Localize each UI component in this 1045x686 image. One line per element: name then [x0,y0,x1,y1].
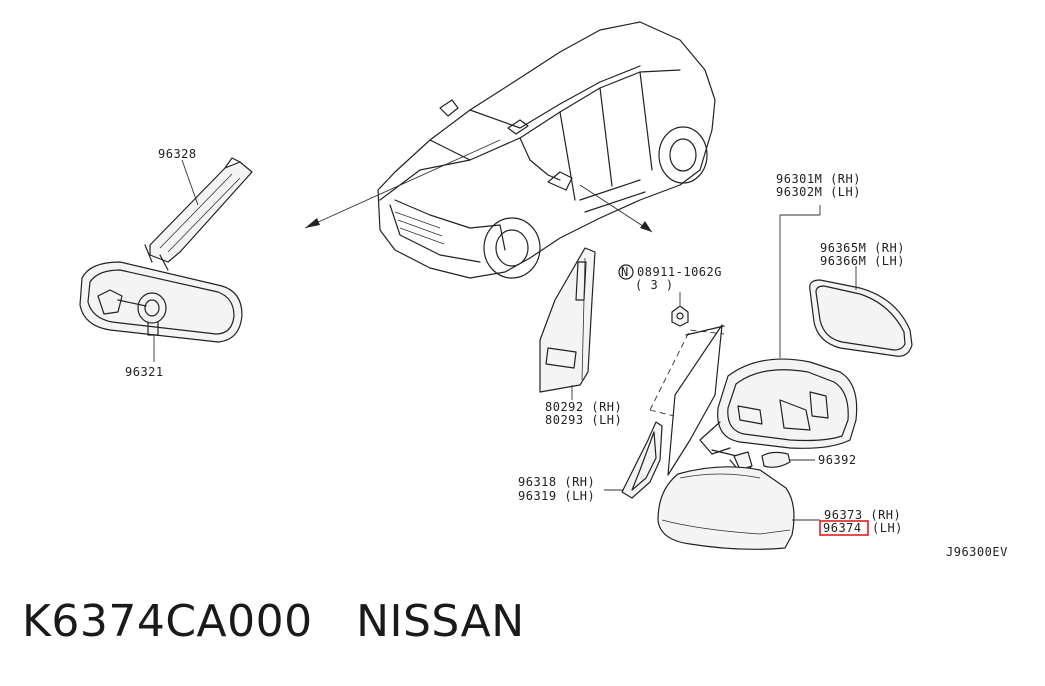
label-96373-rh: 96373 (RH) [824,508,901,522]
label-bolt-qty: ( 3 ) [635,278,674,292]
label-96319-lh: 96319 (LH) [518,489,595,503]
vehicle-illustration [377,21,716,279]
label-96374-side: (LH) [872,521,903,535]
label-96374-number: 96374 [823,521,862,535]
label-96301m-rh: 96301M (RH) [776,172,861,186]
highlight-box [819,520,869,536]
footer-part-number: K6374CA000 [22,596,313,647]
bolt-08911: N [618,264,689,327]
mirror-base-seal [649,324,725,476]
label-96366m-lh: 96366M (LH) [820,254,905,268]
part-96318-gasket [604,421,663,499]
label-96365m-rh: 96365M (RH) [820,241,905,255]
part-96373-mirror-cover [657,466,820,550]
part-96392-clip [761,451,815,468]
part-96321-inside-mirror [79,261,243,362]
label-96318-rh: 96318 (RH) [518,475,595,489]
part-96328-bracket-cover [144,157,253,271]
part-footer: K6374CA000 NISSAN [22,596,525,647]
part-96301m-mirror-assembly [699,205,858,473]
part-96365m-mirror-glass [809,266,913,357]
diagram-code: J96300EV [946,545,1008,559]
pointer-arrows [304,139,653,233]
nut-symbol: N [621,265,629,279]
label-96302m-lh: 96302M (LH) [776,185,861,199]
label-80292-rh: 80292 (RH) [545,400,622,414]
part-labels: 96328 96321 96301M (RH) 96302M (LH) 9636… [125,147,1008,559]
footer-brand: NISSAN [356,596,525,647]
label-96321: 96321 [125,365,164,379]
label-96392: 96392 [818,453,857,467]
label-80293-lh: 80293 (LH) [545,413,622,427]
part-80292-corner-finisher [539,247,596,400]
label-bolt-part: 08911-1062G [637,265,722,279]
label-96328: 96328 [158,147,197,161]
